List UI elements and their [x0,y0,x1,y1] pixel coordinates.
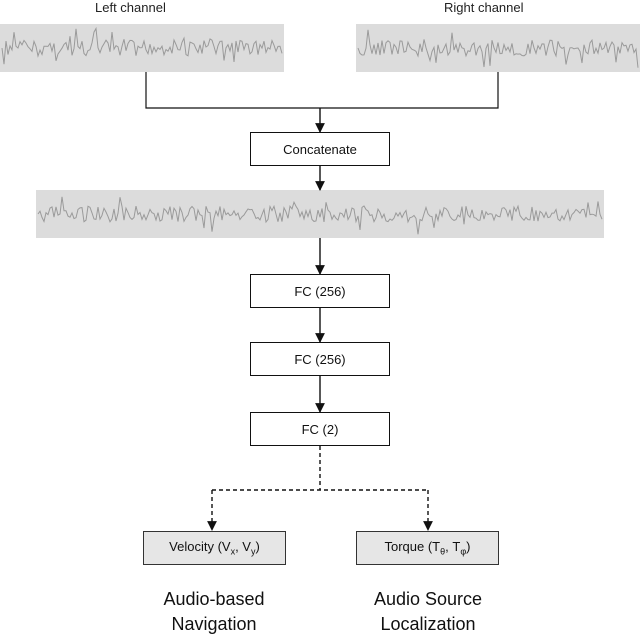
localization-caption: Audio Source Localization [373,589,483,634]
fc3-box: FC (2) [250,412,390,446]
left-channel-connector [145,72,320,109]
left-channel-label: Left channel [95,0,166,15]
left-waveform-signal [1,26,283,65]
torque-box: Torque (Tθ, Tφ) [356,531,499,565]
fc1-box: FC (256) [250,274,390,308]
concat-waveform [36,190,604,238]
concatenate-box: Concatenate [250,132,390,166]
fc2-box: FC (256) [250,342,390,376]
velocity-label: Velocity (Vx, Vy) [169,539,260,557]
right-waveform-signal [357,29,639,68]
concat-waveform-signal [37,196,603,235]
navigation-caption: Audio-based Navigation [163,589,265,634]
right-channel-label: Right channel [444,0,524,15]
right-channel-connector [320,72,499,109]
torque-label: Torque (Tθ, Tφ) [384,539,471,557]
velocity-box: Velocity (Vx, Vy) [143,531,286,565]
